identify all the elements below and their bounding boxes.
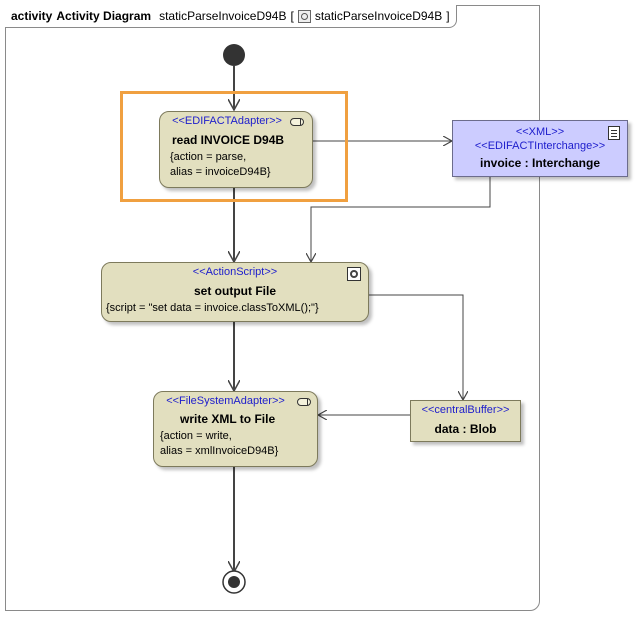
action-name: read INVOICE D94B xyxy=(172,133,285,147)
tagged-value-2: alias = invoiceD94B} xyxy=(170,166,271,178)
action-set-output-file[interactable]: <<ActionScript>> set output File {script… xyxy=(101,262,369,322)
diagram-frame-header: activity Activity Diagram staticParseInv… xyxy=(5,5,457,28)
adapter-icon xyxy=(297,398,311,406)
activity-reference-icon xyxy=(297,9,311,23)
selection-highlight xyxy=(120,91,348,202)
stereotype-xml: <<XML>> xyxy=(515,126,565,138)
flow-set-to-data xyxy=(369,294,463,400)
reference-name: staticParseInvoiceD94B xyxy=(314,9,443,23)
stereotype-label: <<EDIFACTAdapter>> xyxy=(172,115,282,127)
tagged-value-1: {action = parse, xyxy=(170,151,247,163)
central-buffer-data[interactable]: <<centralBuffer>> data : Blob xyxy=(410,400,521,442)
tagged-value-2: alias = xmlInvoiceD94B} xyxy=(160,445,279,457)
adapter-icon xyxy=(290,118,304,126)
object-name: invoice : Interchange xyxy=(479,156,601,170)
bracket-close: ] xyxy=(446,9,450,23)
action-read-invoice[interactable]: <<EDIFACTAdapter>> read INVOICE D94B {ac… xyxy=(159,111,313,188)
stereotype-edifact-interchange: <<EDIFACTInterchange>> xyxy=(474,140,606,152)
tagged-value-1: {action = write, xyxy=(160,430,232,442)
frame-title: Activity Diagram xyxy=(56,9,152,23)
action-name: set output File xyxy=(194,284,276,298)
buffer-name: data : Blob xyxy=(434,422,497,436)
stereotype-central-buffer: <<centralBuffer>> xyxy=(421,404,510,416)
diagram-name: staticParseInvoiceD94B xyxy=(159,9,287,23)
script-icon xyxy=(347,267,361,281)
flow-invoice-to-set xyxy=(311,177,491,262)
tagged-value-1: {script = "set data = invoice.classToXML… xyxy=(106,302,319,314)
action-write-xml[interactable]: <<FileSystemAdapter>> write XML to File … xyxy=(153,391,318,467)
frame-keyword: activity xyxy=(11,9,53,23)
object-node-invoice[interactable]: <<XML>> <<EDIFACTInterchange>> invoice :… xyxy=(452,120,628,177)
initial-node xyxy=(223,44,245,66)
stereotype-label: <<FileSystemAdapter>> xyxy=(166,395,285,407)
bracket-open: [ xyxy=(290,9,294,23)
action-name: write XML to File xyxy=(180,412,276,426)
document-icon xyxy=(608,126,620,140)
activity-final-inner xyxy=(228,576,240,588)
stereotype-label: <<ActionScript>> xyxy=(192,266,278,278)
